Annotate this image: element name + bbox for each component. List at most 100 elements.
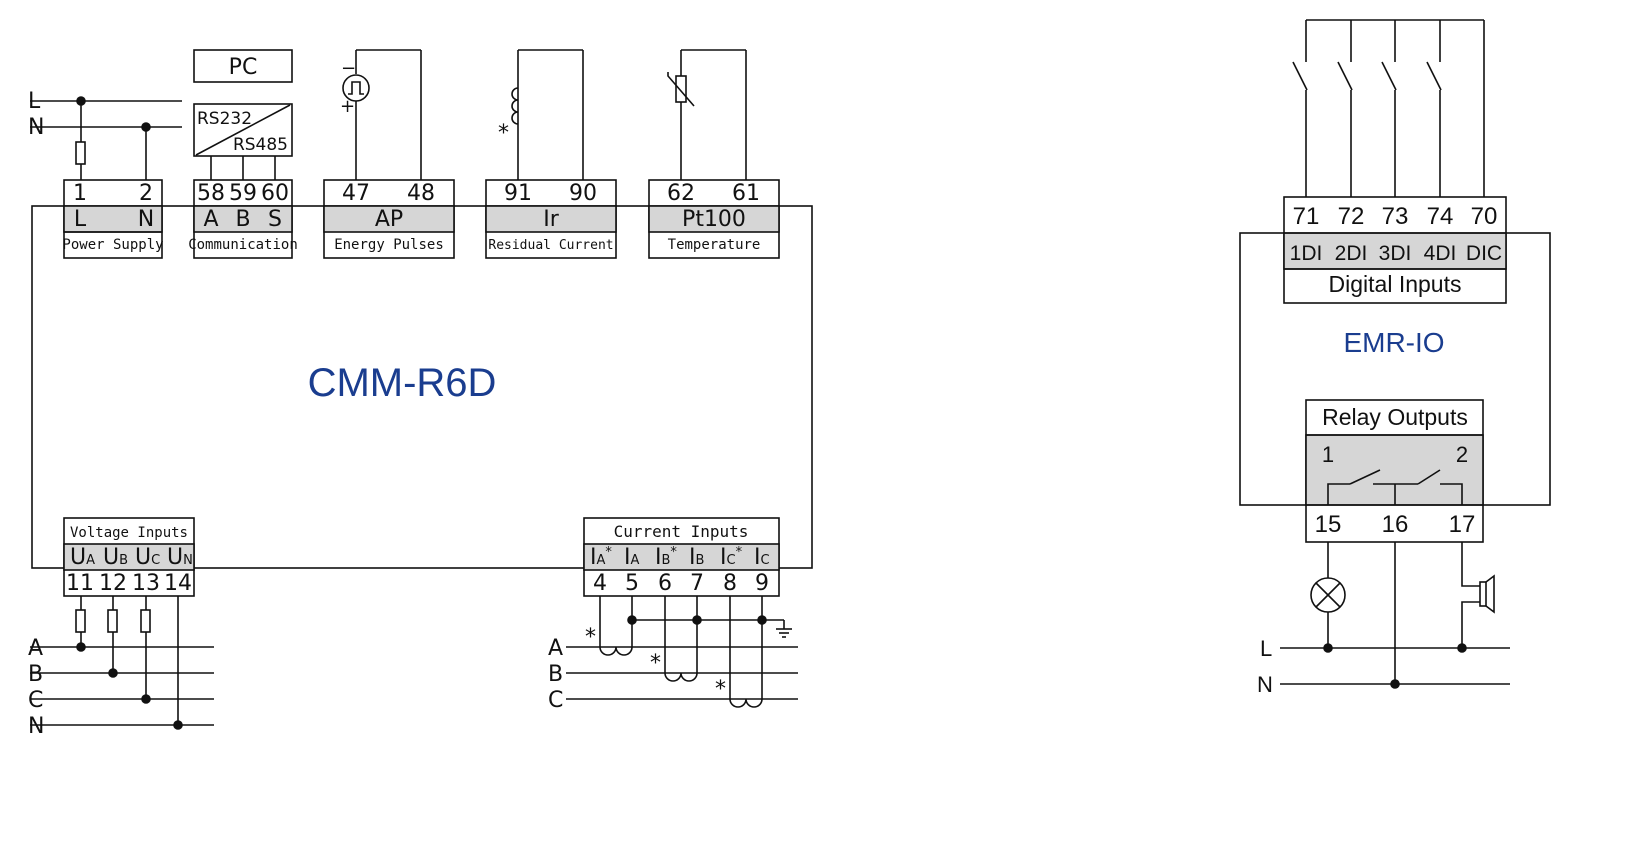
terminal-number: 71: [1293, 203, 1320, 230]
terminal-number: 72: [1338, 203, 1365, 230]
horn-icon: [1479, 574, 1495, 614]
terminal-number: 58: [197, 181, 225, 206]
phase-label-b: B: [548, 662, 563, 687]
junction-dot: [757, 615, 767, 625]
terminal-letter: A: [203, 207, 218, 232]
polarity-star: *: [715, 677, 726, 702]
phase-label-c: C: [28, 688, 43, 713]
terminal-number: 4: [593, 571, 607, 596]
terminal-letter: AP: [375, 207, 403, 232]
junction-dot: [76, 642, 86, 652]
pc-box: [193, 49, 293, 83]
terminal-number: 1: [73, 181, 87, 206]
phase-label-b: B: [28, 662, 43, 687]
terminal-letter: N: [138, 207, 154, 232]
di-label: 2DI: [1335, 242, 1368, 265]
phase-label-a: A: [28, 636, 43, 661]
terminal-letter: S: [268, 207, 282, 232]
block-caption: Energy Pulses: [334, 237, 444, 253]
block-caption: Voltage Inputs: [70, 525, 188, 541]
terminal-number: 15: [1315, 511, 1342, 538]
terminal-number: 2: [139, 181, 153, 206]
terminal-number: 13: [132, 571, 160, 596]
terminal-number: 7: [690, 571, 704, 596]
block-caption: Residual Current: [488, 238, 613, 253]
terminal-number: 61: [732, 181, 760, 206]
terminal-number: 6: [658, 571, 672, 596]
terminal-number: 74: [1427, 203, 1454, 230]
energy-pulses-block: [323, 179, 455, 259]
fuse-icon: [75, 609, 86, 633]
switch-icon: [1337, 20, 1353, 197]
block-caption: Temperature: [668, 237, 761, 253]
switch-icon: [1426, 20, 1442, 197]
terminal-number: 14: [164, 571, 192, 596]
terminal-letter: IB: [689, 545, 704, 570]
junction-dot: [141, 122, 151, 132]
polarity-star: *: [498, 121, 509, 146]
polarity-star: *: [585, 625, 596, 650]
minus-sign: −: [341, 58, 356, 79]
relay-contact-number: 2: [1456, 442, 1468, 467]
power-line-label-l: L: [28, 89, 41, 114]
terminal-number: 17: [1449, 511, 1476, 538]
terminal-number: 11: [66, 571, 94, 596]
di-label: DIC: [1466, 242, 1502, 265]
terminal-letter: IB*: [655, 545, 677, 570]
junction-dot: [173, 720, 183, 730]
junction-dot: [1323, 643, 1333, 653]
phase-label-n: N: [28, 714, 44, 739]
terminal-number: 73: [1382, 203, 1409, 230]
junction-dot: [627, 615, 637, 625]
rs485-label: RS485: [233, 135, 288, 155]
fuse-icon: [107, 609, 118, 633]
junction-dot: [1390, 679, 1400, 689]
terminal-letter: UA: [70, 545, 95, 570]
terminal-letter: L: [74, 207, 87, 232]
junction-dot: [692, 615, 702, 625]
terminal-number: 62: [667, 181, 695, 206]
terminal-number: 12: [99, 571, 127, 596]
terminal-number: 70: [1471, 203, 1498, 230]
terminal-letter: IA: [624, 545, 640, 570]
main-device-title: CMM-R6D: [308, 361, 497, 405]
terminal-number: 5: [625, 571, 639, 596]
ct-coil-icon: [729, 698, 763, 708]
relay-line-label-l: L: [1260, 636, 1272, 661]
junction-dot: [108, 668, 118, 678]
power-line-label-n: N: [28, 115, 44, 140]
phase-label-a: A: [548, 636, 563, 661]
ct-coil-icon: [664, 672, 698, 682]
junction-dot: [141, 694, 151, 704]
terminal-letter: IC*: [720, 545, 743, 570]
pc-label: PC: [229, 55, 258, 80]
junction-dot: [76, 96, 86, 106]
ct-coil-icon: [599, 646, 633, 656]
terminal-letter: Pt100: [682, 207, 746, 232]
current-inputs-block: [583, 517, 780, 597]
terminal-letter: IA*: [590, 545, 612, 570]
rcd-coil-icon: [511, 87, 519, 125]
residual-current-block: [485, 179, 617, 259]
relay-outputs-block: [1305, 399, 1484, 543]
di-label: 4DI: [1424, 242, 1457, 265]
relay-line-label-n: N: [1257, 672, 1273, 697]
block-caption: Digital Inputs: [1329, 271, 1462, 297]
terminal-number: 9: [755, 571, 769, 596]
switch-icon: [1292, 20, 1308, 197]
terminal-number: 60: [261, 181, 289, 206]
io-device-title: EMR-IO: [1343, 327, 1444, 358]
relay-contact-number: 1: [1322, 442, 1334, 467]
voltage-inputs-block: [63, 517, 195, 597]
power-supply-block: [63, 179, 163, 259]
relay-contact-icon: [1327, 469, 1463, 505]
block-caption: Current Inputs: [614, 522, 749, 541]
fuse-icon: [140, 609, 151, 633]
terminal-number: 59: [229, 181, 257, 206]
block-caption: Communication: [188, 237, 298, 253]
terminal-letter: UC: [135, 545, 160, 570]
relay-title: Relay Outputs: [1322, 404, 1468, 430]
thermistor-icon: [675, 75, 687, 103]
terminal-number: 47: [342, 181, 370, 206]
